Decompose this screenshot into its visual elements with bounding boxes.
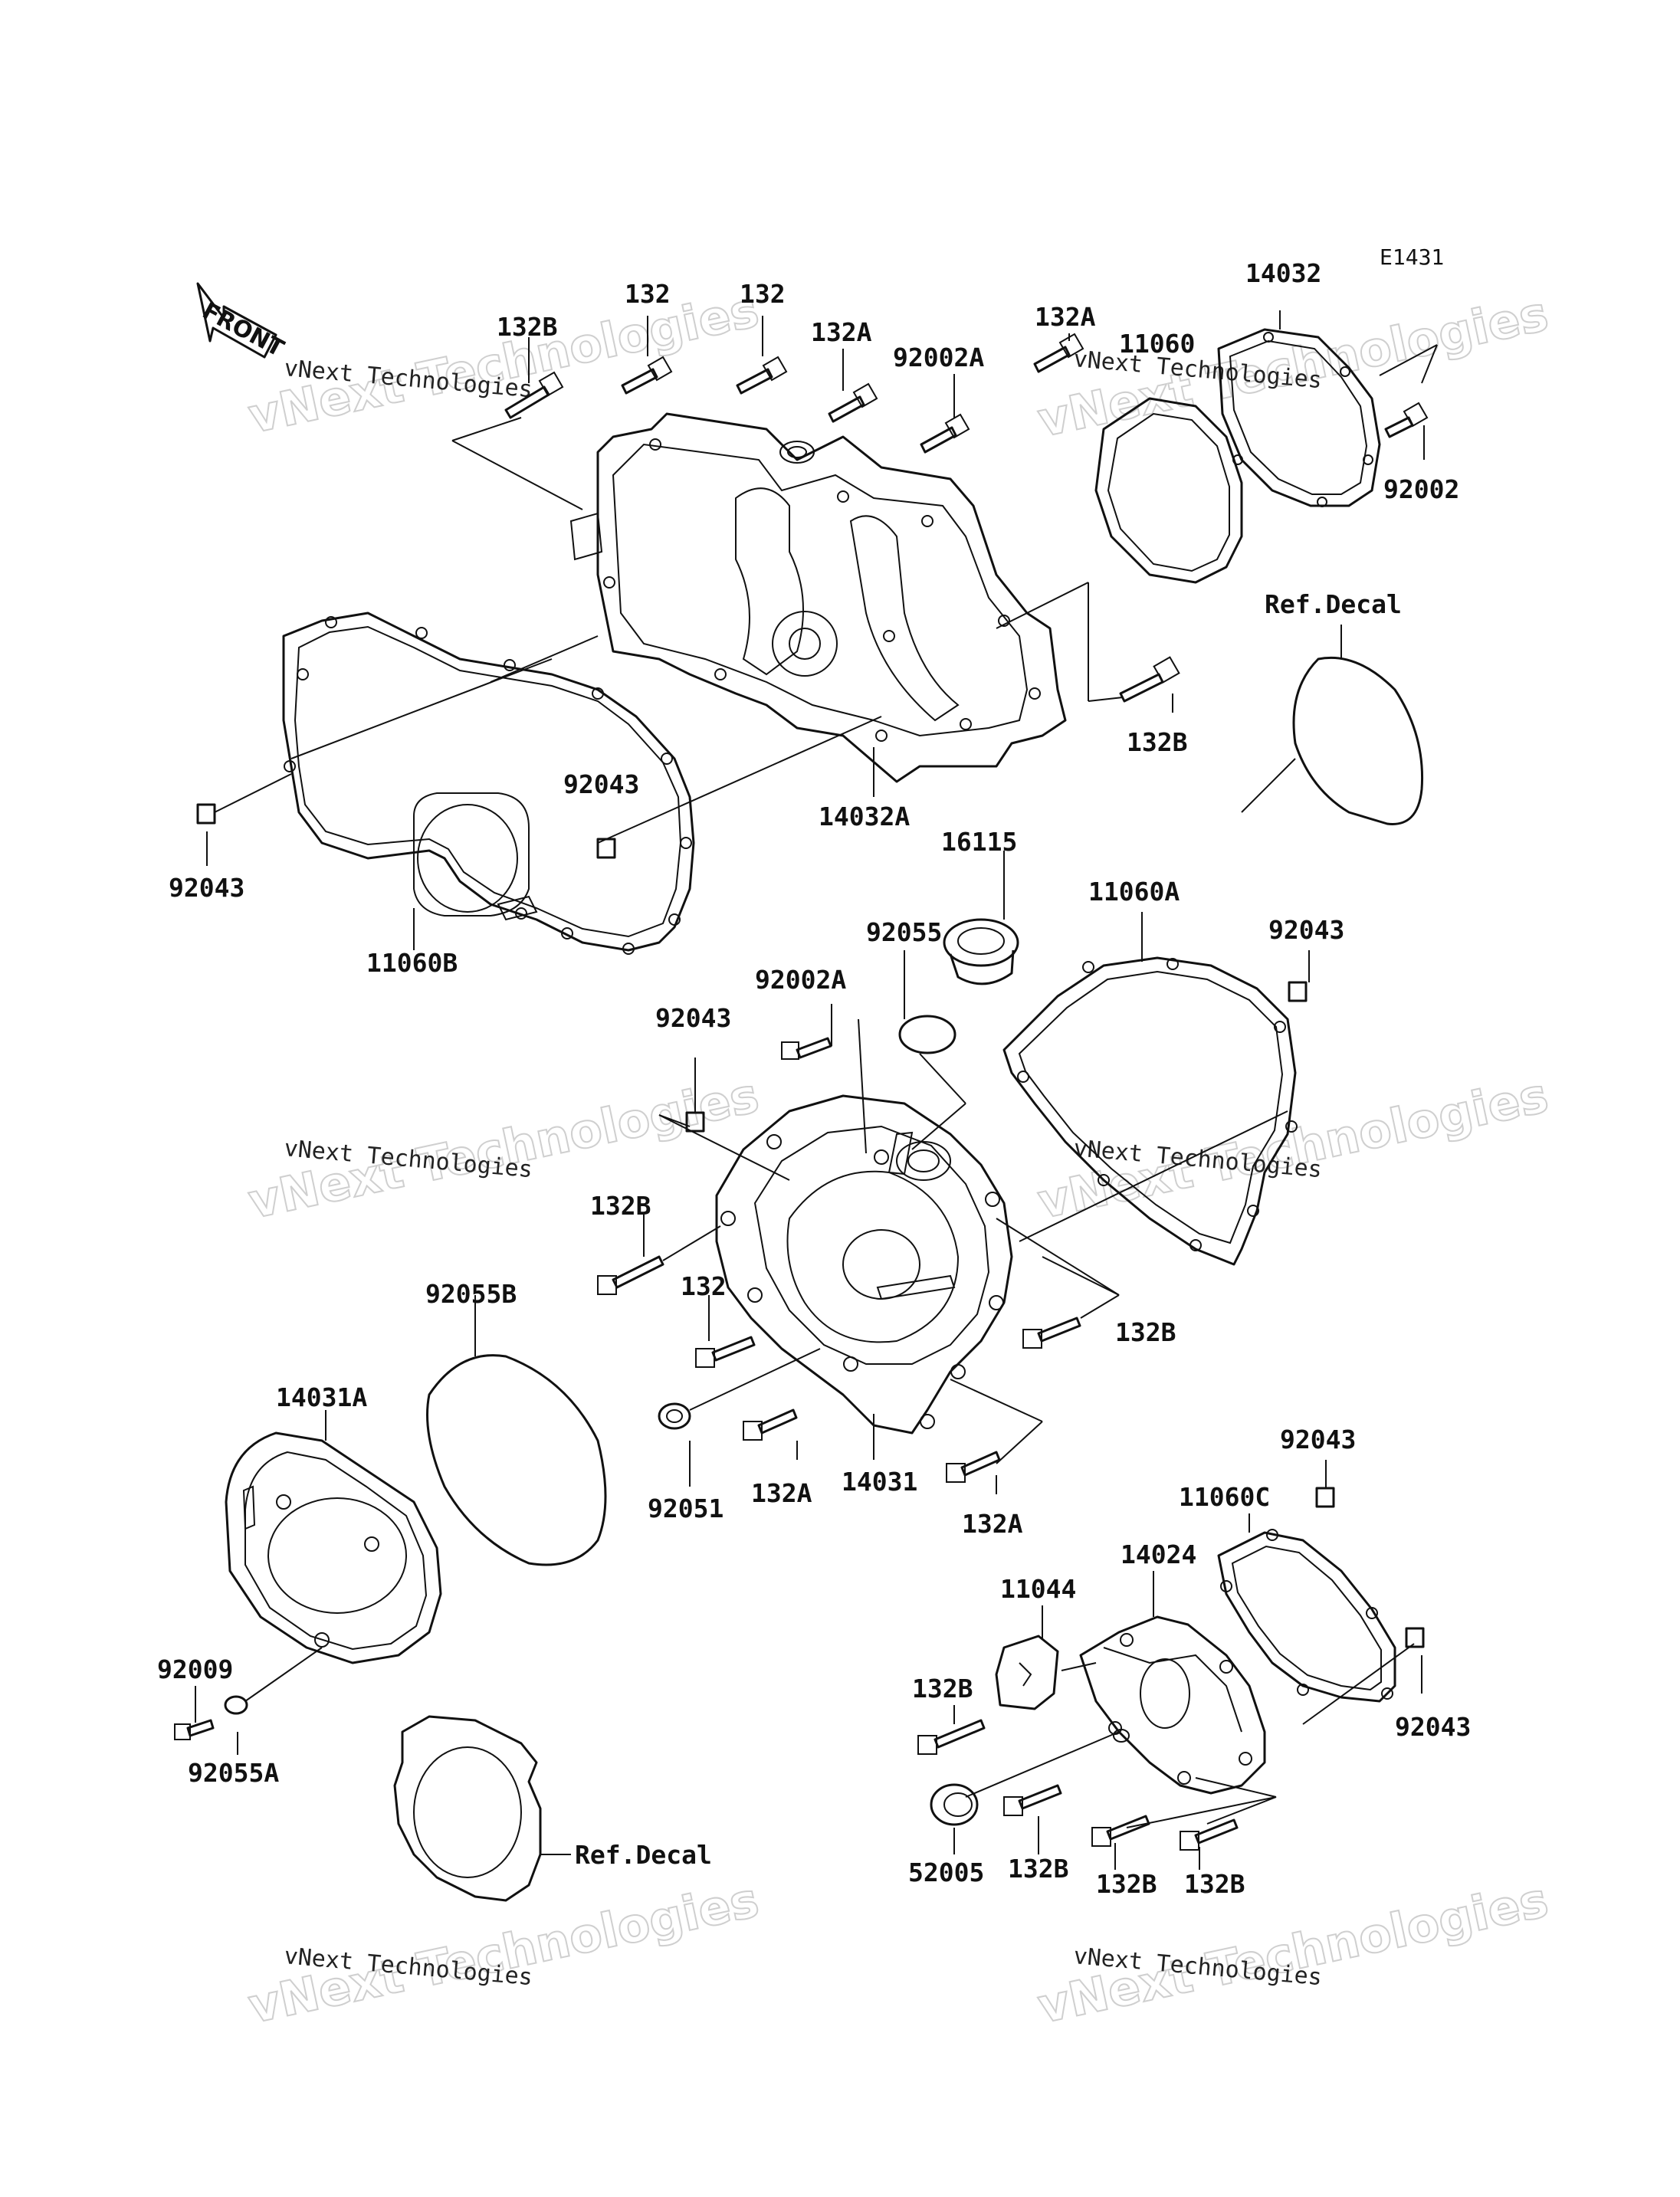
bolt-92002a-mid: [781, 1037, 832, 1060]
ref-decal-bottom: [393, 1715, 542, 1902]
gasket-11060a: [1002, 956, 1298, 1266]
label-92051: 92051: [648, 1494, 724, 1523]
bolt-132b-bottom-right-a: [1091, 1815, 1150, 1847]
watermark-3: vNext Technologies vNext Technologies: [243, 1066, 764, 1230]
label-16115: 16115: [941, 827, 1017, 857]
label-132: 132: [740, 279, 786, 309]
label-92043: 92043: [1268, 915, 1344, 945]
bolt-132-mid: [695, 1336, 756, 1368]
bolt-132-top-b: [736, 356, 788, 395]
label-132a: 132A: [1035, 302, 1096, 332]
bolt-132a-top-a: [828, 382, 878, 423]
label-92055b: 92055B: [425, 1279, 517, 1309]
washer-bottom: [1113, 1729, 1130, 1743]
label-14032: 14032: [1245, 258, 1321, 288]
label-11060a: 11060A: [1088, 877, 1180, 907]
oring-92055a: [224, 1695, 248, 1715]
bolt-132a-mid-b: [946, 1451, 1001, 1483]
label-132b: 132B: [1184, 1869, 1245, 1899]
label-52005: 52005: [908, 1858, 984, 1887]
ref-decal-top: [1292, 656, 1424, 825]
label-132b: 132B: [1127, 727, 1187, 757]
label-132b: 132B: [590, 1191, 651, 1221]
cover-14024: [1079, 1615, 1266, 1795]
cap-16115: [943, 918, 1019, 985]
gasket-11060c: [1217, 1529, 1396, 1703]
label-92043: 92043: [169, 873, 244, 903]
label-ref-decal: Ref.Decal: [575, 1840, 712, 1870]
label-14024: 14024: [1121, 1540, 1196, 1569]
gasket-11060: [1094, 397, 1243, 584]
bolt-92002a-top: [920, 413, 970, 454]
bolt-132b-top-left: [504, 371, 564, 419]
cover-14031: [715, 1094, 1013, 1435]
dowel-92043-bottom-b: [1405, 1627, 1425, 1648]
label-92043: 92043: [655, 1003, 731, 1033]
gasket-11060b: [282, 612, 695, 955]
label-92009: 92009: [157, 1654, 233, 1684]
bolt-132b-mid-right: [1022, 1317, 1081, 1349]
label-14031a: 14031A: [276, 1382, 367, 1412]
bolt-132b-mid-left: [597, 1255, 664, 1295]
label-92002: 92002: [1383, 474, 1459, 504]
label-92002a: 92002A: [893, 343, 984, 372]
label-92043: 92043: [1395, 1712, 1471, 1742]
label-11060: 11060: [1119, 329, 1195, 359]
dowel-92043-top-a: [196, 803, 216, 825]
label-92043: 92043: [563, 769, 639, 799]
bolt-132a-mid-a: [743, 1408, 798, 1441]
cover-14031a: [225, 1431, 442, 1664]
watermark-5: vNext Technologies vNext Technologies: [243, 1871, 764, 2035]
dowel-92043-bottom-a: [1315, 1487, 1335, 1508]
label-92002a: 92002A: [755, 965, 846, 995]
oring-92055b: [426, 1354, 607, 1566]
bolt-92002-top-right: [1384, 402, 1429, 438]
bolt-132b-bottom-left: [917, 1719, 986, 1755]
label-132b: 132B: [497, 312, 557, 342]
label-132b: 132B: [1115, 1317, 1176, 1347]
part-labels: 132B 132 132 132A 92002A 132A 11060 1403…: [157, 258, 1471, 1899]
bolt-132b-bottom-mid: [1003, 1784, 1062, 1816]
bolt-132a-top-b: [1033, 333, 1084, 373]
label-132b: 132B: [1008, 1854, 1068, 1884]
label-132a: 132A: [811, 317, 872, 347]
leader-lines: [195, 310, 1438, 1870]
label-11044: 11044: [1000, 1574, 1076, 1604]
label-14032a: 14032A: [819, 802, 910, 831]
washer-92051: [658, 1402, 691, 1430]
watermark-1: vNext Technologies vNext Technologies: [243, 280, 764, 444]
label-11060b: 11060B: [366, 948, 458, 978]
front-arrow-icon: FRONT: [196, 282, 288, 362]
label-14031: 14031: [842, 1467, 917, 1497]
label-132a: 132A: [962, 1509, 1023, 1539]
bolt-132b-top-right: [1119, 656, 1180, 703]
label-11060c: 11060C: [1179, 1482, 1270, 1512]
seal-52005: [930, 1783, 979, 1826]
label-92055: 92055: [866, 917, 942, 947]
label-132: 132: [625, 279, 671, 309]
bolt-132-top-a: [621, 356, 673, 395]
label-92043: 92043: [1280, 1425, 1356, 1454]
oring-92055: [898, 1015, 956, 1054]
bracket-11044: [995, 1635, 1059, 1710]
cover-14032: [1217, 328, 1381, 507]
bolt-92009: [174, 1719, 215, 1740]
label-ref-decal: Ref.Decal: [1265, 589, 1402, 619]
label-92055a: 92055A: [188, 1758, 279, 1788]
label-132b: 132B: [912, 1674, 973, 1703]
label-132a: 132A: [751, 1478, 812, 1508]
diagram-code: E1431: [1380, 244, 1444, 270]
bolt-132b-bottom-right-b: [1180, 1818, 1239, 1851]
label-132: 132: [681, 1271, 727, 1301]
cover-14032a: [569, 412, 1067, 783]
dowel-92043-mid-right: [1288, 981, 1308, 1002]
label-132b: 132B: [1096, 1869, 1157, 1899]
